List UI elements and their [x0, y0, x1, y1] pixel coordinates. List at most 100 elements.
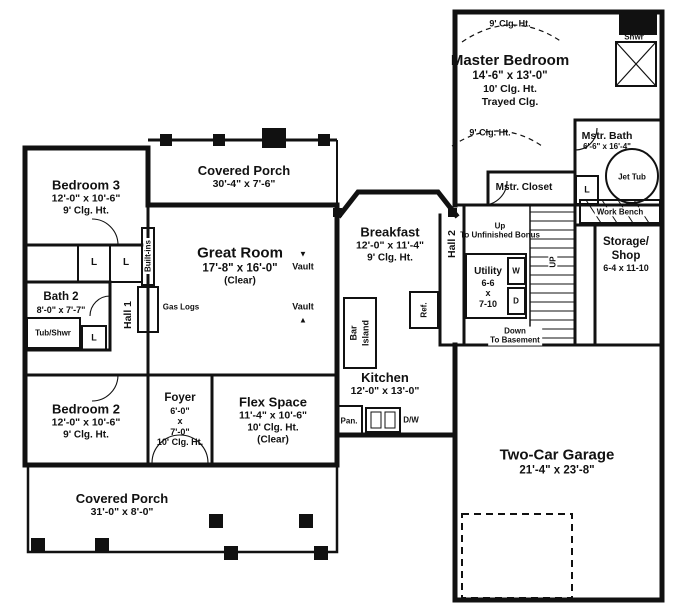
- sink-box: [365, 407, 401, 433]
- master-closet-label: Mstr. Closet: [495, 182, 553, 194]
- fixtures: [26, 11, 661, 436]
- basement-line-1: Down: [488, 326, 542, 336]
- basement-stairs-note: Down To Basement: [488, 326, 542, 346]
- room-label-flex-space: Flex Space 11'-4" x 10'-6" 10' Clg. Ht. …: [239, 394, 307, 445]
- jet-tub-label: Jet Tub: [618, 172, 646, 182]
- room-dims: 12'-0" x 10'-6": [51, 192, 121, 205]
- room-label-kitchen: Kitchen 12'-0" x 13'-0": [351, 370, 420, 398]
- bar-label: Bar: [348, 325, 359, 341]
- bonus-line-2: To Unfinished Bonus: [460, 231, 540, 240]
- room-label-hall1: Hall 1: [121, 300, 134, 330]
- room-label-porch-top: Covered Porch 30'-4" x 7'-6": [198, 163, 290, 191]
- vault-arrow-down-icon: ▼: [299, 249, 307, 259]
- room-label-hall2: Hall 2: [445, 229, 458, 259]
- room-name: Storage/: [602, 236, 650, 249]
- room-name: Bedroom 3: [52, 177, 120, 193]
- room-dim-2: x: [177, 416, 183, 427]
- gas-logs-label: Gas Logs: [162, 302, 200, 312]
- vault-label-upper: Vault: [292, 261, 314, 272]
- utility-closet: [465, 253, 527, 319]
- interior-walls: [23, 118, 664, 467]
- washer-label: W: [512, 266, 520, 276]
- linen-label-master: L: [584, 184, 590, 195]
- room-name-2: Shop: [611, 249, 641, 262]
- shower-label: Shwr: [624, 32, 644, 42]
- fireplace-shape: [137, 286, 159, 333]
- room-dims: 11'-4" x 10'-6": [238, 409, 308, 422]
- tub-shower-label: Tub/Shwr: [35, 328, 71, 338]
- room-label-storage: Storage/ Shop 6-4 x 11-10: [603, 236, 649, 274]
- room-dims: 30'-4" x 7'-6": [212, 178, 276, 191]
- builtins-label: Built-ins: [143, 238, 153, 274]
- room-dims: 8'-0" x 7'-7": [36, 304, 86, 315]
- room-label-master-bedroom: Master Bedroom 14'-6" x 13'-0" 10' Clg. …: [451, 52, 569, 108]
- room-dim-3: 7-10: [478, 299, 497, 310]
- room-name: Master Bedroom: [450, 52, 570, 69]
- room-name: Breakfast: [360, 224, 420, 240]
- room-label-bedroom3: Bedroom 3 12'-0" x 10'-6" 9' Clg. Ht.: [52, 177, 121, 217]
- bath-linen-label: L: [91, 332, 97, 343]
- garage-door-outline: [461, 513, 573, 599]
- room-label-porch-bottom: Covered Porch 31'-0" x 8'-0": [76, 491, 168, 519]
- bonus-stairs-note: Up To Unfinished Bonus: [460, 222, 540, 241]
- room-name: Bedroom 2: [52, 401, 120, 417]
- room-name: Mstr. Bath: [581, 130, 633, 143]
- tub-box: [26, 317, 81, 349]
- room-dims: 12'-0" x 13'-0": [350, 385, 420, 398]
- fridge-label: Ref.: [419, 302, 429, 318]
- ceiling-note: 10' Clg. Ht.: [483, 83, 537, 96]
- ceiling-note-master-top: 9' Clg. Ht.: [489, 18, 531, 29]
- room-label-garage: Two-Car Garage 21'-4" x 23'-8": [500, 446, 615, 477]
- dryer-label: D: [513, 296, 519, 306]
- shower-box: [615, 41, 657, 87]
- room-label-breakfast: Breakfast 12'-0" x 11'-4" 9' Clg. Ht.: [356, 224, 424, 264]
- room-dims: 21'-4" x 23'-8": [519, 464, 595, 477]
- clear-note: (Clear): [257, 433, 289, 445]
- room-name: Covered Porch: [75, 491, 169, 507]
- room-dims: 31'-0" x 8'-0": [90, 506, 154, 519]
- pantry-label: Pan.: [340, 416, 358, 426]
- workbench-label: Work Bench: [594, 207, 646, 217]
- island-shape: [343, 297, 377, 369]
- room-label-foyer: Foyer 6'-0" x 7'-0" 10' Clg. Ht.: [157, 392, 203, 448]
- ceiling-arcs: [451, 24, 563, 147]
- room-dims: 14'-6" x 13'-0": [472, 69, 548, 82]
- ceiling-note: 9' Clg. Ht.: [367, 251, 413, 263]
- room-dims: 6-4 x 11-10: [603, 263, 649, 274]
- clear-note: (Clear): [224, 275, 256, 287]
- room-name: Covered Porch: [197, 163, 291, 179]
- chimney-block: [619, 11, 657, 35]
- room-name: Two-Car Garage: [499, 446, 615, 464]
- bath-linen-box: [81, 325, 107, 351]
- ceiling-note: 10' Clg. Ht.: [156, 437, 204, 448]
- dishwasher-label: D/W: [403, 415, 419, 425]
- room-dims: 6'-6" x 16'-4": [583, 142, 631, 152]
- ceiling-note: 10' Clg. Ht.: [247, 422, 299, 434]
- stairs-up-label: UP: [548, 254, 558, 270]
- room-name: Kitchen: [361, 370, 409, 386]
- room-name: Foyer: [164, 392, 196, 404]
- room-dims: 12'-0" x 11'-4": [355, 239, 425, 252]
- vault-arrow-up-icon: ▲: [299, 315, 307, 325]
- room-name: Great Room: [197, 244, 283, 262]
- door-arcs: [89, 127, 598, 464]
- closet-label-1: L: [90, 257, 98, 269]
- dryer-box: [507, 287, 526, 315]
- washer-box: [507, 257, 526, 285]
- vault-label-lower: Vault: [292, 301, 314, 312]
- builtins-shape: [141, 227, 155, 286]
- room-dim-3: 7'-0": [170, 426, 190, 437]
- workbench-shape: [579, 199, 661, 224]
- jet-tub-shape: [605, 148, 659, 204]
- room-dim-2: x: [485, 288, 491, 299]
- tray-note: Trayed Clg.: [481, 95, 539, 108]
- porch-chimney: [262, 128, 286, 148]
- room-label-great-room: Great Room 17'-8" x 16'-0" (Clear): [197, 244, 283, 287]
- island-label: Island: [360, 319, 371, 347]
- room-dim-1: 6'-0": [170, 405, 190, 416]
- ceiling-note: 9' Clg. Ht.: [63, 428, 109, 440]
- room-label-master-bath: Mstr. Bath 6'-6" x 16'-4": [582, 130, 633, 152]
- ceiling-note-master-mid: 9' Clg. Ht.: [469, 127, 511, 138]
